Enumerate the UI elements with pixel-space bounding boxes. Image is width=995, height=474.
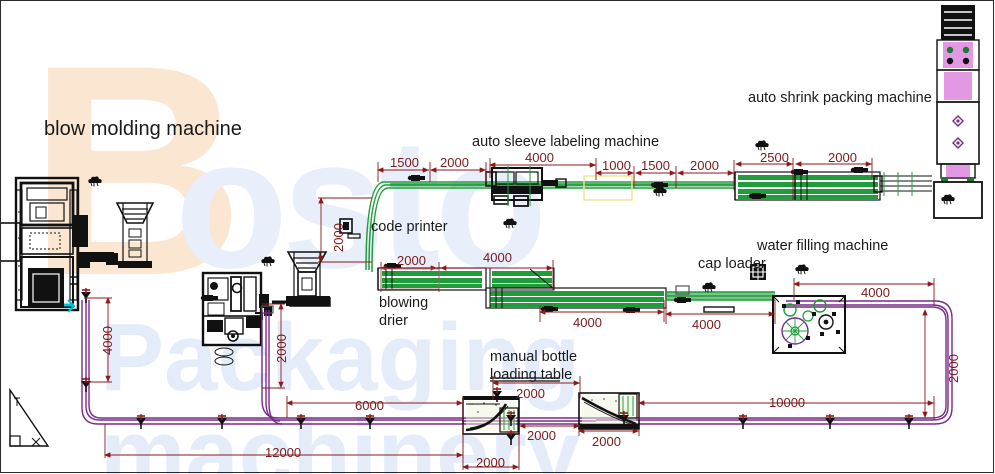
label-water-filling-machine: water filling machine	[757, 238, 889, 254]
label-auto-sleeve-labeling-machine: auto sleeve labeling machine	[472, 134, 660, 150]
dim-2000-right-loop: 2000	[946, 354, 961, 383]
dim-4000-mid-a: 4000	[573, 315, 602, 330]
dim-4000-mid-b: 4000	[692, 317, 721, 332]
dim-2500-shrink: 2500	[760, 150, 789, 165]
label-auto-shrink-packing-machine: auto shrink packing machine	[748, 90, 932, 106]
purple-conveyor-loop	[81, 300, 953, 425]
dim-4000-right: 4000	[861, 285, 890, 300]
green-conveyor-blowing-drier	[377, 267, 555, 291]
shrink-packing-conveyor	[734, 171, 932, 201]
dim-4000-blowing-drier: 4000	[483, 250, 512, 265]
dim-2000-load-d: 2000	[592, 434, 621, 449]
dim-2000-left-mid: 2000	[274, 334, 289, 363]
auto-sleeve-labeling-machine-drawing	[485, 166, 633, 207]
dim-2000-top-b: 2000	[690, 158, 719, 173]
auto-shrink-packing-machine-drawing	[933, 5, 983, 219]
dim-4000-labeling: 4000	[525, 150, 554, 165]
dim-2000-shrink: 2000	[828, 150, 857, 165]
green-band-upper	[390, 183, 735, 187]
dim-1500-top: 1500	[390, 155, 419, 170]
water-filling-machine-drawing	[772, 295, 846, 354]
dim-2000-code-printer: 2000	[331, 223, 346, 252]
dim-1500-top-b: 1500	[641, 158, 670, 173]
marker-box-1	[261, 305, 274, 314]
dimension-lines	[84, 158, 935, 470]
green-conveyor-mid	[485, 287, 775, 309]
hopper-drawing-1	[0, 202, 155, 268]
manual-bottle-loading-table-2	[578, 392, 640, 430]
label-cap-loader: cap loader	[698, 256, 766, 272]
label-blow-molding-machine: blow molding machine	[44, 118, 242, 140]
dim-10000-bottom: 10000	[769, 395, 806, 410]
dim-2000-load-a: 2000	[516, 386, 545, 401]
dim-2000-load-b: 2000	[527, 428, 556, 443]
label-code-printer: code printer	[371, 219, 448, 235]
dim-2000-load-c: 2000	[476, 455, 505, 470]
label-manual-bottle-loading-table-line1: manual bottle	[490, 349, 578, 365]
label-manual-bottle-loading-table-line2: loading table	[490, 367, 573, 383]
dim-6000-bottom: 6000	[355, 398, 384, 413]
code-printer-drawing	[339, 218, 361, 239]
dim-2000-blowing-drier: 2000	[397, 253, 426, 268]
scale-triangle-symbol	[9, 387, 50, 447]
dim-2000-top-a: 2000	[440, 155, 469, 170]
second-machine-drawing	[201, 271, 272, 366]
spray-symbols	[87, 139, 956, 293]
label-blowing-drier-line2: drier	[379, 313, 409, 329]
marker-box-2	[675, 285, 690, 295]
dim-12000-bottom: 12000	[265, 445, 302, 460]
label-blowing-drier-line1: blowing	[379, 295, 429, 311]
blow-molding-machine-drawing	[14, 176, 118, 313]
dim-1000-top: 1000	[602, 158, 631, 173]
dim-4000-left: 4000	[100, 326, 115, 355]
